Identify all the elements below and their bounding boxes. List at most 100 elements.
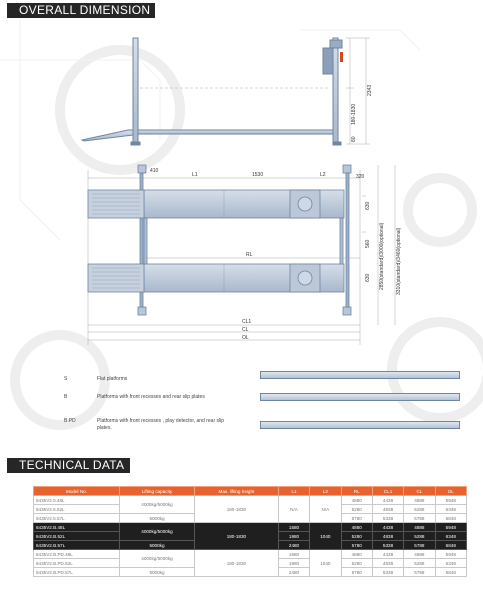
legend-desc-s: Flat platforms: [97, 376, 128, 382]
cell-l1: N/A: [277, 495, 311, 523]
col-height: Max. lifting height: [193, 486, 279, 496]
cell-ol: 6348: [434, 531, 468, 541]
turntable-bottom: [297, 270, 313, 286]
legend-desc-b: Platforms with front recesses and rear s…: [97, 394, 205, 400]
cell-cl: 4888: [403, 549, 436, 559]
dim-CL: CL: [242, 327, 249, 333]
dim-630-a: 630: [365, 201, 371, 210]
side-red-marking: [340, 52, 343, 62]
cell-model: 6435V2.B.PD.57L: [33, 567, 120, 577]
cell-ol: 6848: [434, 540, 468, 550]
cell-ol: 6848: [434, 513, 468, 523]
dim-1530: 1530: [252, 172, 263, 178]
col-ol: OL: [434, 486, 468, 496]
cell-capacity: 5000kg: [119, 540, 195, 550]
cell-rl: 4880: [340, 495, 373, 505]
cell-model: 6435V2.B.PD.52L: [33, 558, 120, 568]
cell-model: 6435V2.5.48L: [33, 495, 120, 505]
cell-cl: 4888: [403, 495, 436, 505]
slip-plate-bottom: [289, 263, 321, 293]
cell-l1: 1580: [277, 549, 311, 559]
cell-cl: 5788: [403, 540, 436, 550]
dim-2343: 2343: [367, 85, 373, 96]
cell-l1: 1580: [277, 522, 311, 532]
cell-rl: 4880: [340, 522, 373, 532]
cell-l1: 2480: [277, 540, 311, 550]
cell-cl1: 4438: [371, 495, 405, 505]
cell-model: 6435V2.5.57L: [33, 513, 120, 523]
legend-code-s: S: [64, 376, 68, 382]
cell-rl: 5280: [340, 531, 373, 541]
crossbeam-rear: [339, 217, 344, 265]
cell-cl: 4888: [403, 522, 436, 532]
side-power-unit: [322, 47, 334, 75]
cell-cl1: 4838: [371, 531, 405, 541]
cell-capacity: 5000kg: [119, 513, 195, 523]
side-platform: [137, 129, 334, 135]
cell-capacity: 4000kg/5000kg: [119, 549, 195, 568]
cell-rl: 5780: [340, 567, 373, 577]
cell-cl1: 4438: [371, 549, 405, 559]
platform-bpd-illustration: [260, 421, 460, 429]
cell-l2: N/A: [309, 495, 342, 523]
col-cl: CL: [403, 486, 436, 496]
dim-80: 80: [351, 136, 357, 142]
dim-OL: OL: [242, 335, 249, 341]
table-header-row: Model No. Lifting capacity Max. lifting …: [33, 486, 468, 496]
table-row: 6435V2.5.48L 4000kg/5000kg 180-1830 N/A …: [33, 495, 468, 523]
cell-l1: 1980: [277, 531, 311, 541]
top-view-platforms: [87, 189, 345, 293]
cell-rl: 5780: [340, 540, 373, 550]
side-column-right: [332, 37, 339, 143]
dim-L2: L2: [320, 172, 326, 178]
cell-ol: 5948: [434, 549, 468, 559]
cell-rl: 5280: [340, 504, 373, 514]
cell-height: 180-1830: [193, 549, 279, 577]
side-column-left: [132, 37, 139, 143]
table-row: 6435V2.B.PD.57L 5000kg 2480 5780 5338 57…: [33, 567, 468, 577]
section-header-overall-dimension: OVERALL DIMENSION: [7, 3, 155, 18]
cell-cl1: 5338: [371, 567, 405, 577]
table-row: 6435V2.B.PD.52L 1980 5280 4838 5288 6348: [33, 558, 468, 568]
dim-560: 560: [365, 239, 371, 248]
cell-capacity: 5000kg: [119, 567, 195, 577]
side-view: [80, 37, 343, 146]
column-rear-top: [342, 164, 352, 174]
legend-desc-bpd: Platforms with front recesses , play det…: [97, 418, 224, 431]
dim-L1: L1: [192, 172, 198, 178]
dim-CL1: CL1: [242, 319, 251, 325]
cell-capacity: 4000kg/5000kg: [119, 522, 195, 541]
dim-RL: RL: [246, 252, 253, 258]
cell-height: 180-1830: [193, 495, 279, 523]
ramp-bottom: [87, 263, 145, 293]
cell-cl1: 4838: [371, 558, 405, 568]
cell-rl: 4880: [340, 549, 373, 559]
col-rl: RL: [340, 486, 373, 496]
dim-180-1830: 180-1830: [351, 104, 357, 125]
cell-ol: 5948: [434, 495, 468, 505]
table-row: 6435V2.B.PD.48L 4000kg/5000kg 180-1830 1…: [33, 549, 468, 577]
cell-cl: 5288: [403, 558, 436, 568]
side-column-cap: [329, 39, 343, 49]
cell-cl1: 4438: [371, 522, 405, 532]
platform-s-illustration: [260, 371, 460, 379]
top-view-frame: [87, 165, 396, 345]
dim-630-b: 630: [365, 273, 371, 282]
turntable-top: [297, 196, 313, 212]
cell-l1: 1980: [277, 558, 311, 568]
platform-b-illustration: [260, 393, 460, 401]
col-model: Model No.: [33, 486, 120, 496]
cell-cl: 5288: [403, 504, 436, 514]
dim-410: 410: [150, 168, 159, 174]
cell-height: 180-1830: [193, 522, 279, 550]
col-cl1: CL1: [371, 486, 405, 496]
top-view-columns: [137, 164, 352, 316]
side-ramp: [80, 129, 134, 142]
cell-model: 6435V2.5.52L: [33, 504, 120, 514]
column-rear-bottom: [342, 306, 352, 316]
cell-cl1: 5338: [371, 540, 405, 550]
column-front-top: [137, 164, 147, 174]
col-l2: L2: [309, 486, 342, 496]
cell-ol: 6848: [434, 567, 468, 577]
